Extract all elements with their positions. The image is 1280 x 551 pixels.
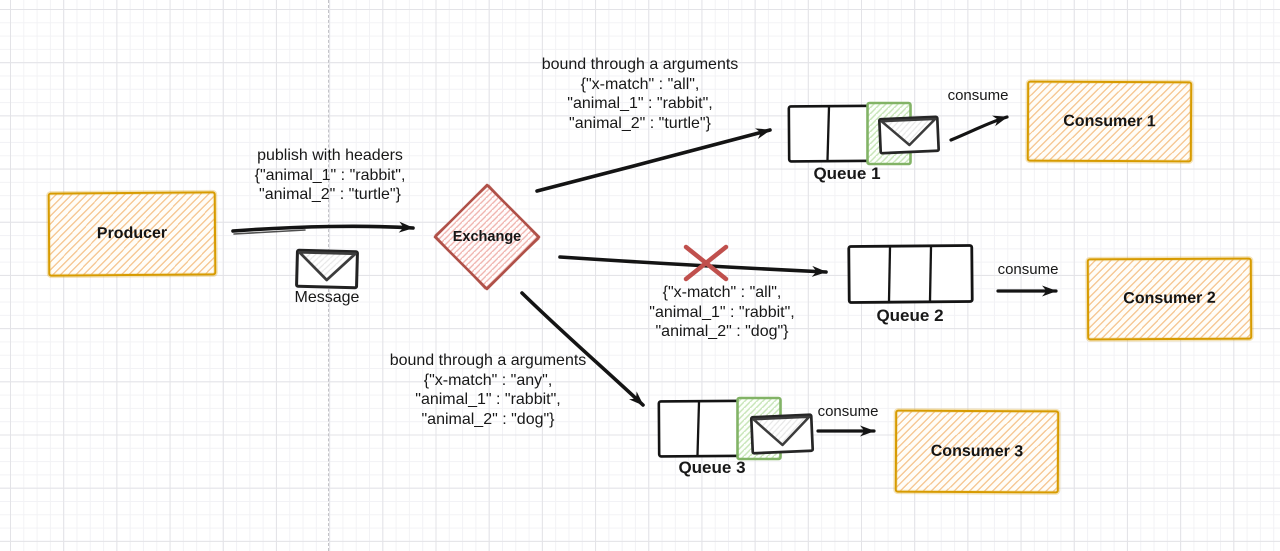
- queue3-message-icon: [749, 413, 815, 455]
- consume-label-2: consume: [997, 261, 1059, 278]
- binding-annotation-queue1: bound through a arguments {"x-match" : "…: [541, 56, 739, 132]
- arrow-producer-to-exchange: [231, 221, 415, 235]
- arrow-exchange-to-queue1: [535, 128, 772, 193]
- arrow-exchange-to-queue3: [520, 291, 645, 407]
- arrow-exchange-to-queue2: [558, 255, 828, 277]
- producer-box: Producer: [47, 191, 217, 277]
- consumer2-label: Consumer 2: [1123, 289, 1216, 308]
- consumer1-label: Consumer 1: [1063, 112, 1156, 130]
- consumer3-box: Consumer 3: [894, 409, 1060, 494]
- exchange-diamond: [433, 183, 541, 291]
- consume-label-3: consume: [817, 403, 879, 420]
- consume-label-1: consume: [947, 87, 1009, 104]
- queue2-label: Queue 2: [876, 306, 944, 325]
- exchange-label: Exchange: [452, 229, 522, 245]
- queue2-shape: [847, 244, 974, 304]
- queue1-label: Queue 1: [813, 164, 881, 183]
- reject-x-icon: [683, 244, 729, 282]
- publish-annotation: publish with headers {"animal_1" : "rabb…: [254, 147, 406, 203]
- producer-label: Producer: [96, 224, 168, 243]
- message-label: Message: [294, 289, 360, 306]
- arrow-consume-1: [949, 115, 1009, 142]
- binding-annotation-queue3: bound through a arguments {"x-match" : "…: [389, 352, 587, 428]
- queue1-message-icon: [878, 115, 940, 155]
- message-icon: [295, 248, 359, 290]
- queue3-label: Queue 3: [678, 458, 746, 477]
- consumer2-box: Consumer 2: [1086, 257, 1253, 341]
- binding-annotation-queue2: {"x-match" : "all", "animal_1" : "rabbit…: [649, 284, 795, 340]
- consumer1-box: Consumer 1: [1026, 80, 1193, 163]
- consumer3-label: Consumer 3: [930, 442, 1024, 460]
